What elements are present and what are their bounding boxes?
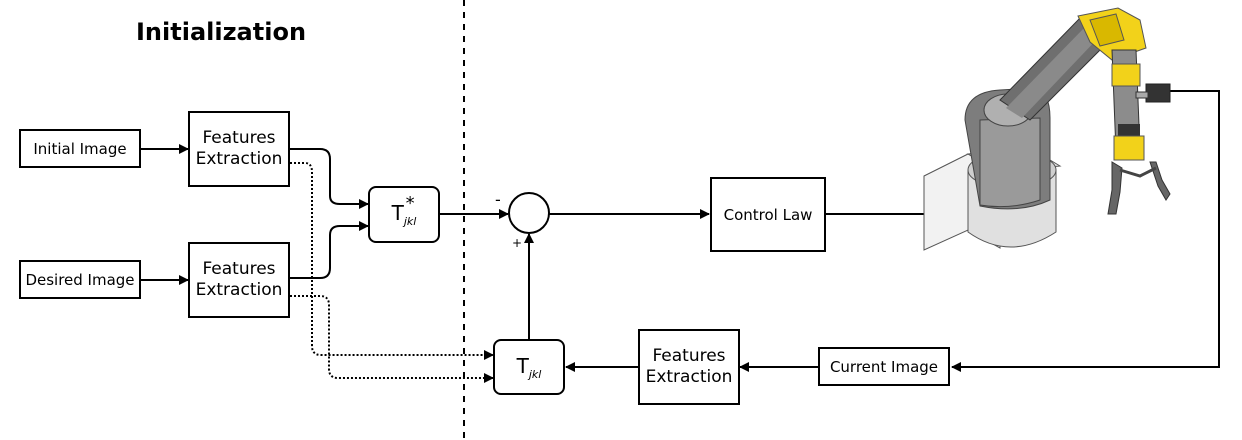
features-extraction-2-line1: Features: [202, 259, 276, 279]
current-image-block: Current Image: [818, 347, 950, 386]
plus-sign: +: [512, 236, 523, 250]
dotted-fe1-to-t: [290, 162, 494, 360]
features-extraction-block-3: Features Extraction: [638, 329, 740, 405]
initialization-title: Initialization: [136, 18, 307, 46]
control-law-block: Control Law: [710, 177, 826, 252]
desired-image-label: Desired Image: [25, 270, 135, 289]
features-extraction-1-line1: Features: [202, 128, 276, 148]
initial-image-label: Initial Image: [33, 139, 127, 158]
features-extraction-block-1: Features Extraction: [188, 111, 290, 187]
control-law-label: Control Law: [723, 205, 813, 224]
features-extraction-3-line1: Features: [652, 346, 726, 366]
features-extraction-block-2: Features Extraction: [188, 242, 290, 318]
t-star-block: Tjkl*: [368, 186, 440, 243]
dotted-fe2-to-t: [290, 295, 494, 383]
desired-image-block: Desired Image: [19, 260, 141, 299]
t-symbol: Tjkl: [517, 354, 542, 381]
t-star-subscript: jkl: [403, 215, 417, 228]
arrow-camera-to-current: [951, 90, 1220, 372]
initial-image-block: Initial Image: [19, 129, 141, 168]
t-star-letter: T: [391, 201, 404, 225]
t-star-symbol: Tjkl*: [391, 193, 417, 228]
robot-arm-icon: [923, 7, 1171, 251]
t-star-asterisk: *: [405, 193, 415, 214]
t-letter: T: [516, 353, 529, 378]
arrow-fe1-to-tstar: [290, 148, 369, 209]
current-image-label: Current Image: [829, 357, 939, 376]
minus-sign: -: [495, 190, 501, 209]
features-extraction-1-line2: Extraction: [195, 149, 283, 169]
summing-junction: [508, 192, 550, 234]
t-subscript: jkl: [528, 367, 542, 381]
features-extraction-3-line2: Extraction: [645, 367, 733, 387]
t-block: Tjkl: [493, 339, 565, 395]
features-extraction-2-line2: Extraction: [195, 280, 283, 300]
arrow-fe2-to-tstar: [290, 221, 369, 279]
